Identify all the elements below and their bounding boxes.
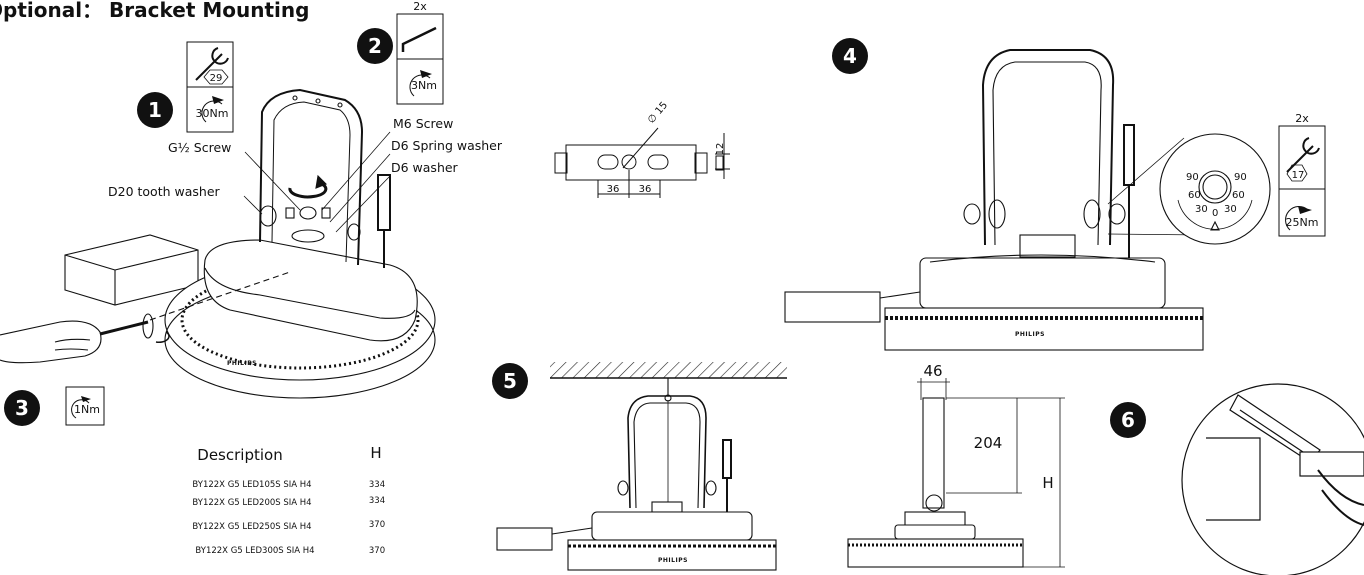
torque-wrench-icon [409,70,432,97]
side-view-drawing [847,378,1065,568]
step-4-badge: 4 [832,38,868,74]
angle-label: 30 [1195,204,1208,215]
table-cell-h: 370 [369,546,385,556]
label-m6-screw: M6 Screw [393,116,453,131]
table-cell-description: BY122X G5 LED200S SIA H4 [192,498,311,508]
step-6-number: 6 [1121,408,1135,432]
tool-box-step-2: 2x 3Nm [396,0,444,105]
angle-label: 60 [1232,190,1245,201]
table-header-description: Description [197,446,282,464]
tool-box-step-1: 29 30Nm [186,41,234,133]
table-row: BY122X G5 LED250S SIA H4 370 [192,520,385,532]
dim-diameter: ∅ 15 [646,100,670,126]
dim-spacing-right: 36 [639,184,652,195]
spanner-icon [195,47,229,81]
luminaire-step-4-drawing [784,49,1271,351]
multiplier-4: 2x [1295,112,1309,125]
description-table: Description H BY122X G5 LED105S SIA H4 3… [192,444,385,556]
step-2-badge: 2 [357,28,393,64]
step-3-number: 3 [15,396,29,420]
step-3-badge: 3 [4,390,40,426]
torque-2: 3Nm [411,79,437,92]
luminaire-exploded-drawing [0,88,436,399]
table-cell-h: 334 [369,496,385,506]
table-header-h: H [370,444,381,462]
step-6-badge: 6 [1110,402,1146,438]
step-5-number: 5 [503,369,517,393]
torque-3: 1Nm [74,403,100,416]
step-1-number: 1 [148,98,162,122]
part-labels: M6 Screw D6 Spring washer D6 washer G½ S… [108,116,503,233]
torque-wrench-icon [201,96,224,123]
label-g-screw: G½ Screw [168,140,231,155]
step-4-number: 4 [843,44,857,68]
ceiling-hatch [550,362,787,379]
angle-label: 60 [1188,190,1201,201]
table-cell-h: 334 [369,480,385,490]
bracket-dimension-detail [554,127,730,198]
step-2-number: 2 [368,34,382,58]
spanner-size-4: 17 [1292,170,1305,181]
page-title: Optional： Bracket Mounting [0,0,310,22]
angle-label: 90 [1234,172,1247,183]
spanner-icon [1286,137,1320,173]
torque-1: 30Nm [196,107,229,120]
tool-box-step-3: 1Nm [65,386,105,426]
angle-label: 90 [1186,172,1199,183]
brand-mark-5: PHILIPS [658,557,688,564]
tool-box-step-4: 2x 17 25Nm [1278,112,1326,237]
angle-label: 0 [1212,208,1218,219]
multiplier-2: 2x [413,0,427,13]
table-cell-description: BY122X G5 LED300S SIA H4 [195,546,314,556]
table-row: BY122X G5 LED200S SIA H4 334 [192,496,385,508]
brand-mark-1: PHILIPS [227,360,257,367]
label-d20-tooth-washer: D20 tooth washer [108,184,221,199]
angle-label: 30 [1224,204,1237,215]
label-d6-spring-washer: D6 Spring washer [391,138,503,153]
step-1-badge: 1 [137,92,173,128]
step-5-badge: 5 [492,363,528,399]
dim-height: 12 [715,143,726,156]
angle-scale: 90 60 30 0 30 60 90 [1186,172,1247,219]
table-row: BY122X G5 LED105S SIA H4 334 [192,480,385,490]
torque-4: 25Nm [1286,216,1319,229]
dim-width: 46 [923,362,942,380]
brand-mark-4: PHILIPS [1015,331,1045,338]
luminaire-step-5-drawing [496,378,777,571]
step-6-detail-circle [1181,383,1364,575]
allen-key-icon [401,26,437,52]
table-cell-description: BY122X G5 LED250S SIA H4 [192,522,311,532]
dim-spacing-left: 36 [607,184,620,195]
torque-wrench-icon [71,396,91,419]
table-cell-description: BY122X G5 LED105S SIA H4 [192,480,311,490]
dim-height-symbol: H [1042,474,1053,492]
table-cell-h: 370 [369,520,385,530]
torque-wrench-icon [1285,206,1312,231]
table-row: BY122X G5 LED300S SIA H4 370 [195,546,385,556]
spanner-size-1: 29 [210,73,223,84]
dim-extension: 204 [974,434,1003,452]
label-d6-washer: D6 washer [391,160,459,175]
